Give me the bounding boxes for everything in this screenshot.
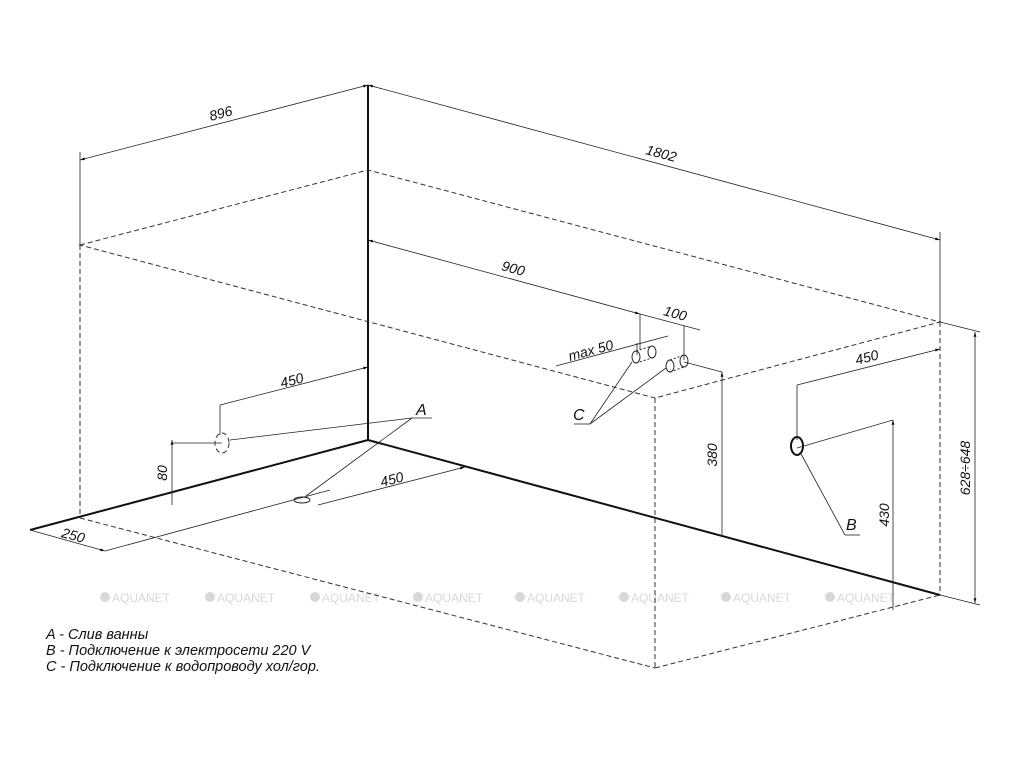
dim-drain-offset-wall: 450	[279, 370, 306, 391]
watermark-logo-icon	[619, 592, 629, 602]
water-supply-pipes	[631, 345, 689, 373]
watermark-logo-icon	[825, 592, 835, 602]
dim-supply-spacing: 100	[662, 302, 689, 324]
watermark: AQUANET	[112, 591, 171, 605]
legend-item-c: C - Подключение к водопроводу хол/гор.	[46, 659, 320, 675]
legend-item-b: B - Подключение к электросети 220 V	[46, 643, 311, 659]
dim-drain-offset-floor: 450	[379, 469, 406, 490]
watermark: AQUANET	[217, 591, 276, 605]
dim-power-offset: 450	[854, 347, 881, 368]
watermark-logo-icon	[721, 592, 731, 602]
power-socket	[790, 436, 804, 456]
back-wall-floor-line	[367, 439, 941, 596]
watermarks: AQUANET AQUANET AQUANET AQUANET AQUANET AQUAN…	[100, 591, 896, 605]
dim-edge-offset: 250	[59, 524, 87, 546]
marker-b: B	[846, 517, 857, 534]
dim-supply-offset: 900	[500, 257, 527, 279]
side-wall-floor-line	[29, 439, 369, 531]
dim-supply-max: max 50	[566, 336, 615, 363]
legend: A - Слив ванны B - Подключение к электро…	[46, 627, 320, 675]
dim-supply-height: 380	[704, 443, 720, 467]
watermark-logo-icon	[310, 592, 320, 602]
watermark-logo-icon	[515, 592, 525, 602]
dim-drain-height: 80	[154, 465, 170, 481]
watermark: AQUANET	[733, 591, 792, 605]
watermark-logo-icon	[205, 592, 215, 602]
watermark-logo-icon	[100, 592, 110, 602]
drain-outlet-wall	[214, 432, 230, 454]
dimension-lines	[29, 84, 981, 610]
watermark: AQUANET	[527, 591, 586, 605]
dim-power-height: 430	[876, 503, 892, 527]
watermark: AQUANET	[631, 591, 690, 605]
marker-a: A	[415, 402, 427, 419]
watermark: AQUANET	[322, 591, 381, 605]
leader-lines	[229, 361, 860, 536]
dim-length-total: 1802	[644, 141, 678, 165]
watermark: AQUANET	[837, 591, 896, 605]
watermark: AQUANET	[425, 591, 484, 605]
dim-width-total: 896	[207, 102, 234, 124]
marker-c: C	[573, 407, 585, 424]
dim-total-height: 628÷648	[957, 441, 973, 496]
drain-outlet-floor	[293, 496, 311, 504]
watermark-logo-icon	[413, 592, 423, 602]
legend-item-a: A - Слив ванны	[46, 627, 149, 643]
